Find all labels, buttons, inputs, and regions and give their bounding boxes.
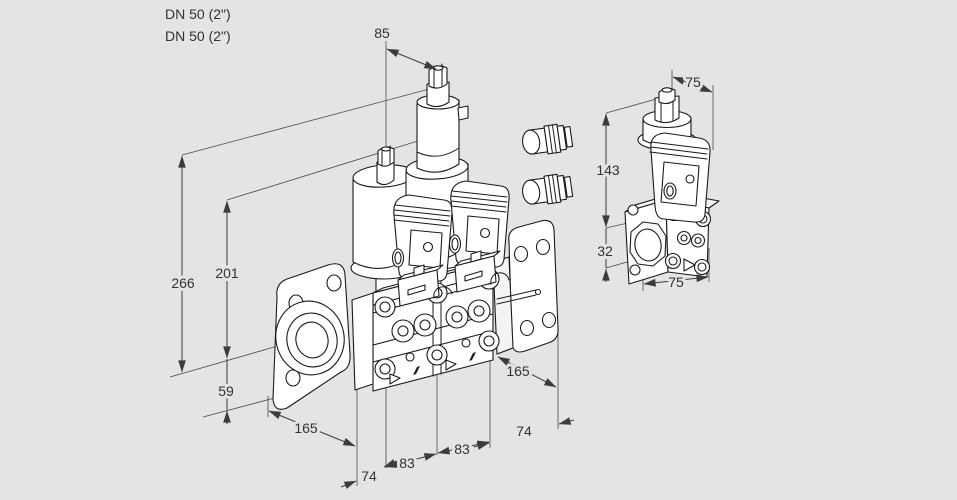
dim-flange-left: 165 xyxy=(294,420,318,436)
dim-section-2: 83 xyxy=(454,441,470,457)
left-terminal-box xyxy=(397,264,453,307)
cable-gland-1 xyxy=(522,123,574,155)
dim-actuator-spacing: 85 xyxy=(374,25,390,41)
dim-flange-right: 165 xyxy=(506,363,530,379)
cable-gland-2 xyxy=(522,173,574,205)
dim-pilot-body-height: 143 xyxy=(596,162,620,178)
dim-pilot-flange-height: 32 xyxy=(597,243,613,259)
dim-section-1: 83 xyxy=(399,455,415,471)
dim-pilot-top-width: 75 xyxy=(685,74,701,90)
dn-label-1: DN 50 (2") xyxy=(165,6,231,22)
right-terminal-box xyxy=(454,250,510,293)
dn-label-2: DN 50 (2") xyxy=(165,28,231,44)
pilot-valve-cover xyxy=(649,132,711,223)
dim-axis-to-bottom: 59 xyxy=(218,383,234,399)
left-flange xyxy=(272,263,351,410)
pilot-valve-drawing xyxy=(624,87,720,285)
main-valve-drawing xyxy=(272,63,559,410)
dimension-lines xyxy=(178,48,713,489)
flow-direction-arrows xyxy=(389,352,476,385)
dim-overall-height: 266 xyxy=(171,275,195,291)
pressure-taps xyxy=(391,299,491,343)
dim-body-height: 201 xyxy=(215,265,239,281)
left-neck xyxy=(351,292,374,391)
dim-pilot-bottom-width: 75 xyxy=(668,274,684,290)
dim-depth-right: 74 xyxy=(516,423,532,439)
dim-depth-left: 74 xyxy=(361,468,377,484)
